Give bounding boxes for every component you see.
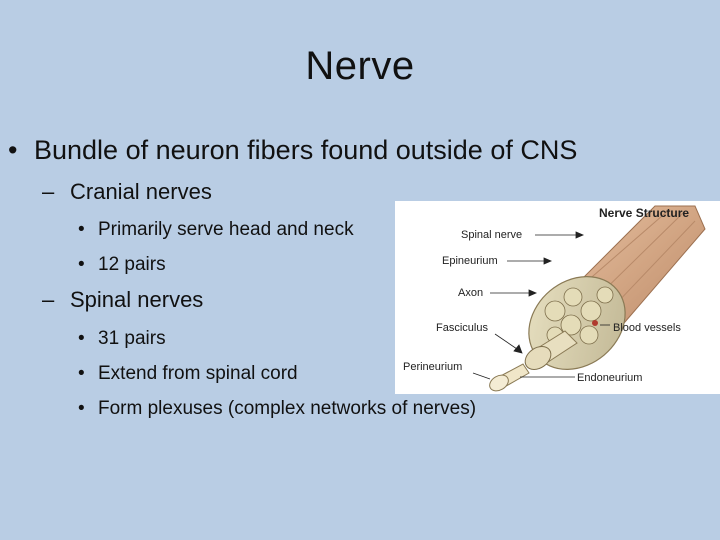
item-spinal-2-text: Extend from spinal cord <box>98 363 298 384</box>
nerve-diagram <box>472 205 706 392</box>
label-blood-vessels: Blood vessels <box>613 322 681 334</box>
label-axon: Axon <box>458 287 484 299</box>
bullet-main: • Bundle of neuron fibers found outside … <box>8 135 577 166</box>
sub-bullet-spinal: – Spinal nerves <box>42 287 203 313</box>
fascicle <box>580 300 602 322</box>
fascicle <box>560 314 582 336</box>
label-perineurium: Perineurium <box>403 361 463 373</box>
fascicle <box>596 286 614 304</box>
sub-bullet-spinal-text: Spinal nerves <box>70 287 204 312</box>
label-endoneurium: Endoneurium <box>577 372 643 384</box>
item-cranial-1-text: Primarily serve head and neck <box>98 219 354 240</box>
bullet-dot-icon: • <box>78 363 85 384</box>
bullet-dot-icon: • <box>78 219 85 240</box>
arrowhead-icon <box>575 231 585 239</box>
fascicle <box>563 287 583 307</box>
sub-bullet-cranial: – Cranial nerves <box>42 179 212 205</box>
fasciculus-end <box>524 346 552 370</box>
bullet-dot-icon: • <box>78 254 85 275</box>
figure-title: Nerve Structure <box>599 206 690 220</box>
axon-end <box>489 374 509 392</box>
arrowhead-icon <box>543 257 553 265</box>
arrowhead-icon <box>528 289 538 297</box>
item-cranial-2-text: 12 pairs <box>98 254 166 275</box>
leader-line-fasciculus <box>494 333 518 350</box>
item-spinal-3: • Form plexuses (complex networks of ner… <box>78 398 476 420</box>
label-fasciculus: Fasciculus <box>436 322 488 334</box>
dash-icon: – <box>42 179 55 204</box>
fascicle <box>579 325 599 345</box>
item-spinal-3-text: Form plexuses (complex networks of nerve… <box>98 398 477 419</box>
item-cranial-1: • Primarily serve head and neck <box>78 219 354 241</box>
sub-bullet-cranial-text: Cranial nerves <box>70 179 212 204</box>
item-spinal-1: • 31 pairs <box>78 328 166 350</box>
item-spinal-2: • Extend from spinal cord <box>78 363 298 385</box>
bullet-main-text: Bundle of neuron fibers found outside of… <box>34 135 578 165</box>
slide-title: Nerve <box>305 44 415 88</box>
arrowhead-icon <box>513 344 523 354</box>
bullet-dot-icon: • <box>78 398 85 419</box>
leader-line-perineurium <box>472 372 491 380</box>
bullet-dot-icon: • <box>8 135 18 165</box>
dash-icon: – <box>42 287 55 312</box>
bullet-dot-icon: • <box>78 328 85 349</box>
blood-vessel <box>592 320 598 326</box>
item-spinal-1-text: 31 pairs <box>98 328 166 349</box>
fascicle <box>544 300 566 322</box>
label-spinal-nerve: Spinal nerve <box>461 229 523 241</box>
nerve-structure-figure: Nerve Structure Spinal nerve Epineurium … <box>395 201 720 394</box>
item-cranial-2: • 12 pairs <box>78 254 166 276</box>
label-epineurium: Epineurium <box>442 255 498 267</box>
